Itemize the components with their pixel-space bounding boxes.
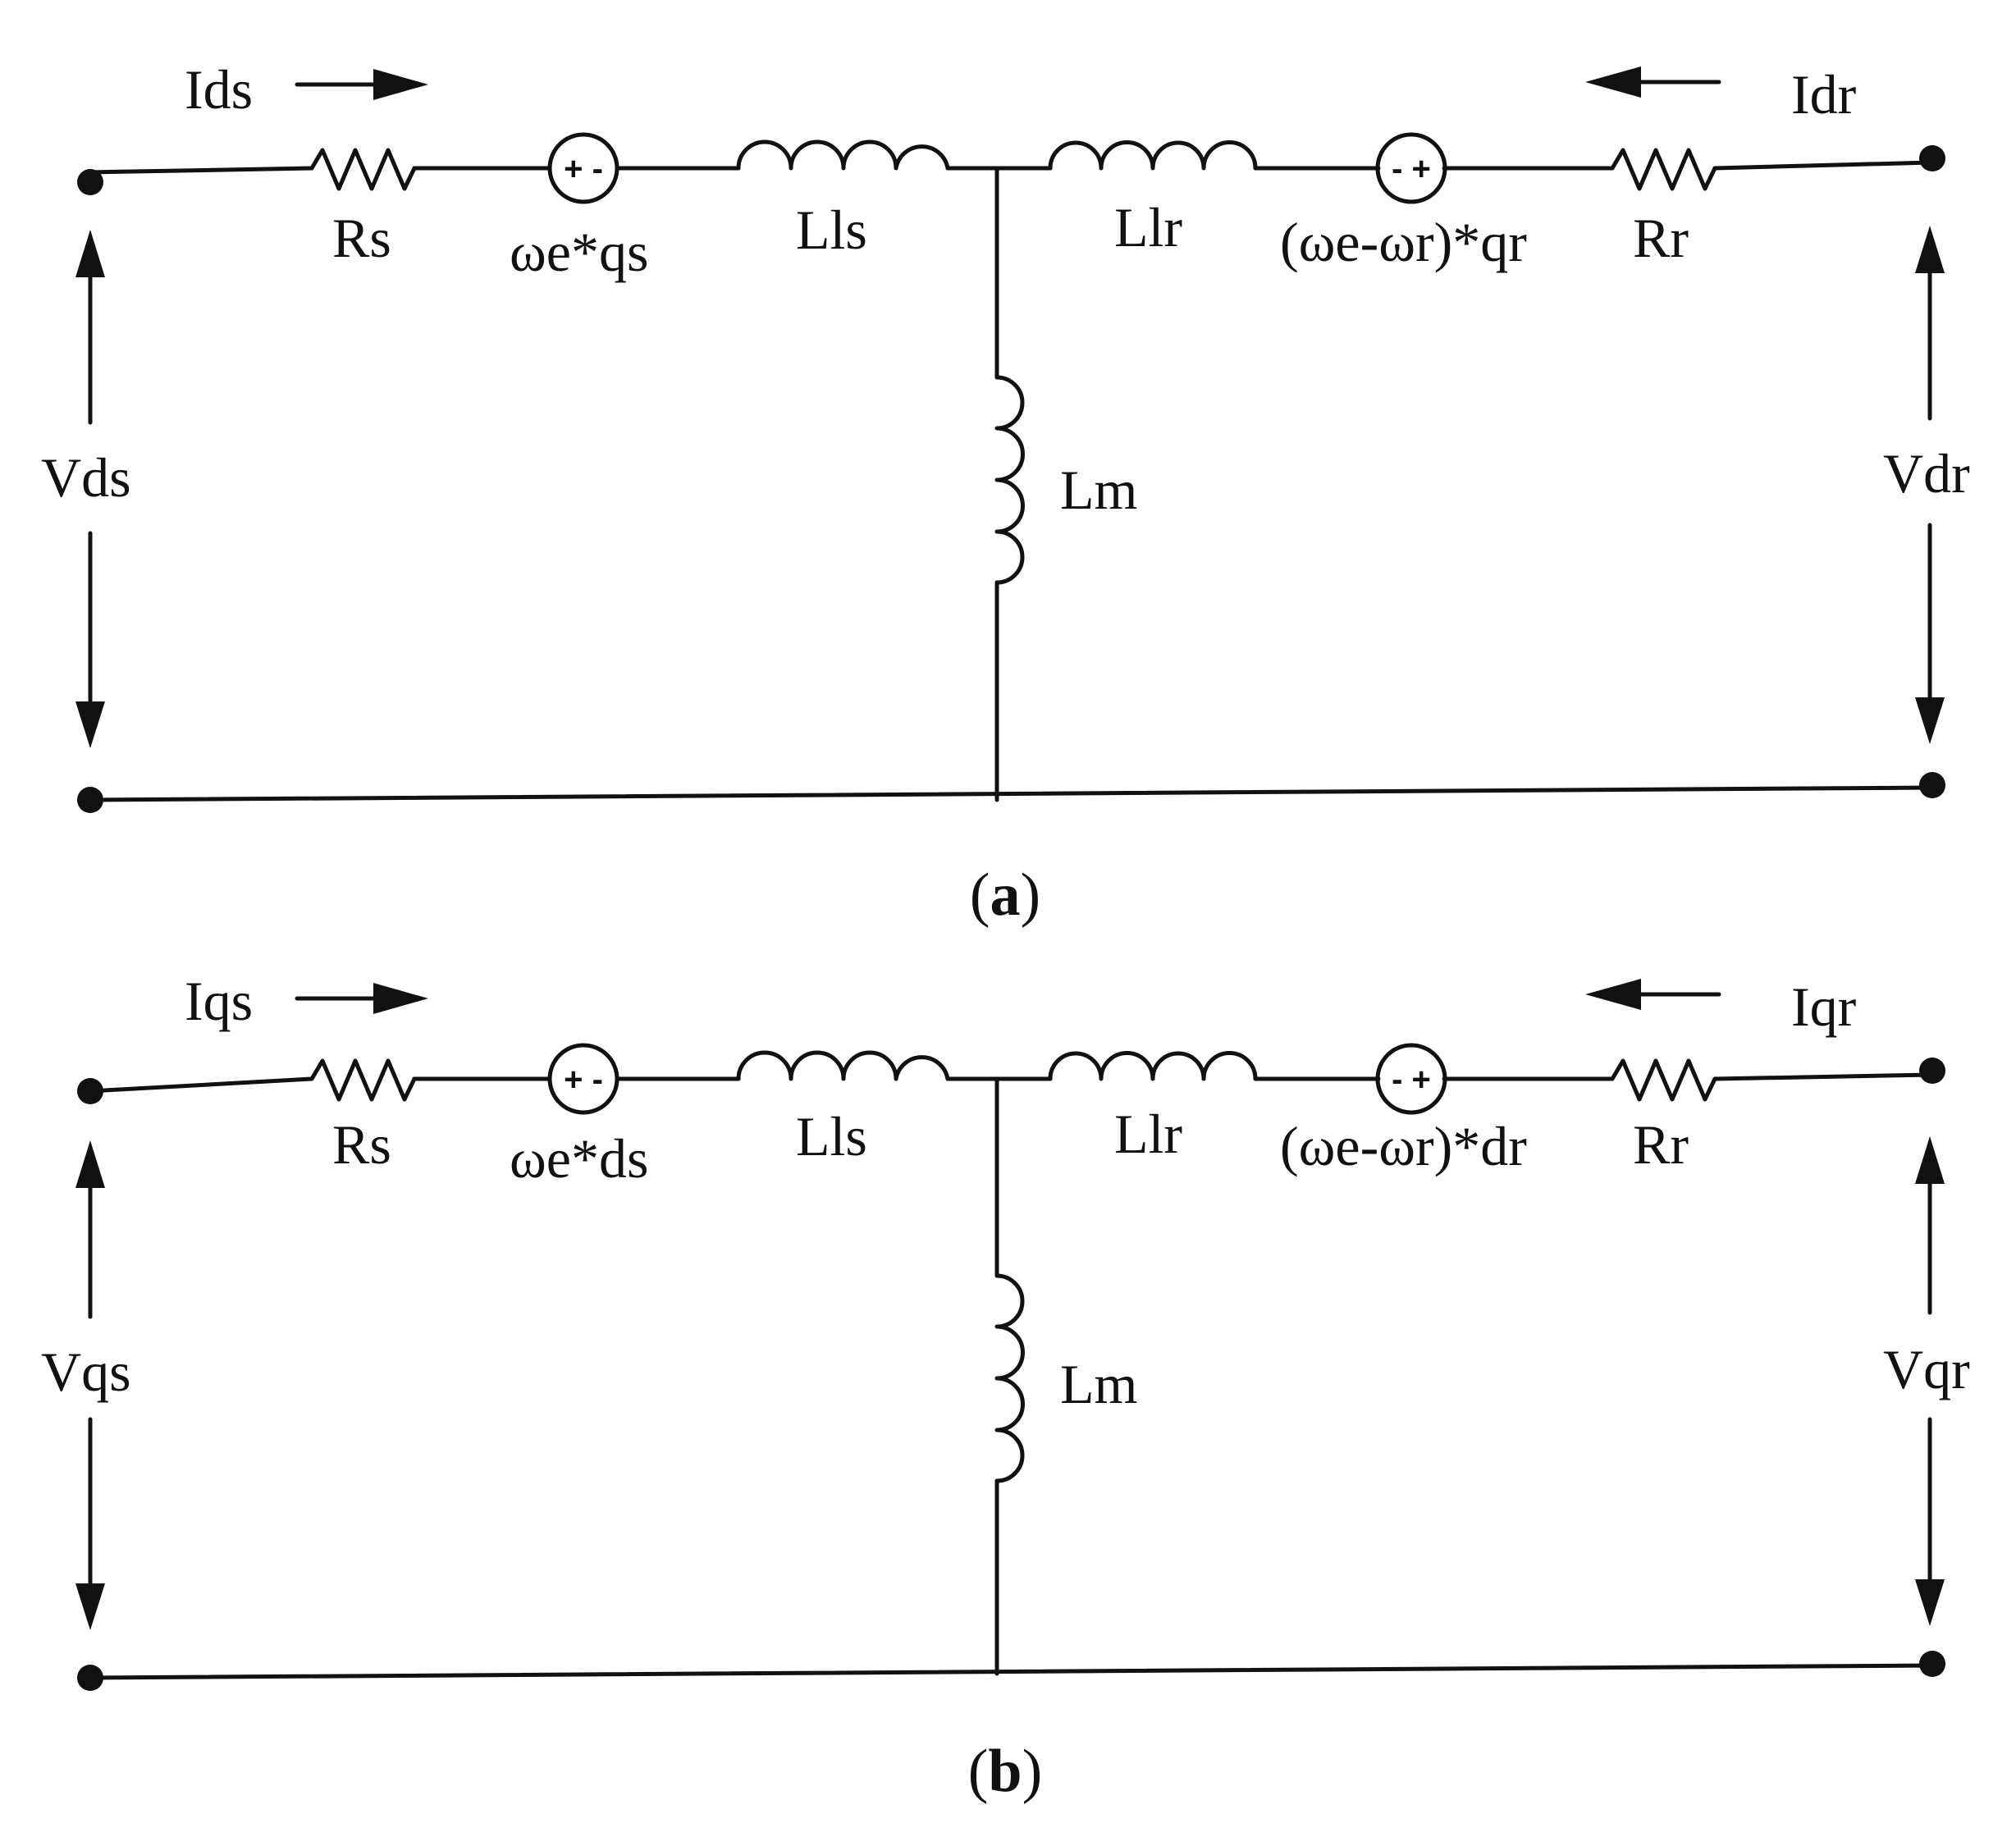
label-inductor-lm: Lm: [1060, 459, 1137, 521]
bottom-wire-a: [88, 785, 1935, 802]
label-resistor-rotor: Rr: [1633, 207, 1689, 269]
resistor-rs-a: [309, 148, 417, 191]
inductor-lls-b: [736, 1050, 950, 1081]
terminal-dot: [77, 1665, 103, 1691]
label-current-rotor: Idr: [1791, 63, 1857, 126]
source-stator-b: [547, 1043, 619, 1115]
label-voltage-stator: Vds: [41, 446, 131, 509]
label-inductor-llr: Llr: [1114, 196, 1182, 258]
label-current-stator: Iqs: [185, 970, 253, 1032]
source-rotor-b: [1375, 1043, 1447, 1115]
current-arrow-rotor-b: [1585, 979, 1721, 1010]
label-voltage-rotor: Vqr: [1883, 1338, 1970, 1400]
resistor-rr-b: [1610, 1058, 1717, 1102]
label-inductor-lls: Lls: [796, 1105, 867, 1167]
label-resistor-stator: Rs: [332, 1113, 391, 1176]
label-voltage-stator: Vqs: [41, 1341, 131, 1403]
inductor-llr-a: [1048, 140, 1258, 171]
label-current-stator: Ids: [185, 58, 253, 121]
terminal-dot: [77, 787, 103, 813]
voltage-arrow-rotor-b: [1915, 1136, 1945, 1626]
voltage-arrow-stator-a: [75, 230, 105, 748]
source-stator-a: [547, 132, 619, 204]
label-source-stator: ωe*qs: [510, 221, 648, 283]
label-current-rotor: Iqr: [1791, 975, 1857, 1038]
bottom-wire-b: [88, 1663, 1935, 1680]
source-rotor-sign-b: - +: [1392, 1062, 1431, 1098]
source-stator-sign-b: + -: [564, 1062, 603, 1098]
label-source-stator: ωe*ds: [510, 1127, 648, 1190]
resistor-rr-a: [1610, 148, 1717, 191]
label-resistor-rotor: Rr: [1633, 1113, 1689, 1176]
terminal-dot: [1919, 145, 1945, 171]
label-inductor-llr: Llr: [1114, 1103, 1182, 1165]
inductor-lls-a: [736, 139, 950, 171]
source-rotor-a: [1375, 132, 1447, 204]
inductor-lm-b: [994, 1273, 1025, 1483]
circuit-a: + - - +: [41, 58, 1970, 929]
current-arrow-stator-a: [295, 69, 428, 100]
source-stator-sign-a: + -: [564, 151, 603, 187]
resistor-rs-b: [309, 1058, 417, 1102]
current-arrow-stator-b: [295, 983, 428, 1014]
circuit-b: + - - + Iqs: [41, 970, 1970, 1805]
voltage-arrow-rotor-a: [1915, 226, 1945, 744]
top-wire-a: [88, 160, 1935, 175]
terminal-dot: [77, 1078, 103, 1104]
label-inductor-lm: Lm: [1060, 1353, 1137, 1415]
current-arrow-rotor-a: [1585, 66, 1721, 98]
terminal-dot: [1919, 1651, 1945, 1677]
terminal-dot: [1919, 1058, 1945, 1084]
terminal-dot: [77, 169, 103, 195]
inductor-lm-a: [994, 375, 1025, 585]
source-rotor-sign-a: - +: [1392, 151, 1431, 187]
voltage-arrow-stator-b: [75, 1140, 105, 1630]
inductor-llr-b: [1048, 1051, 1258, 1081]
caption-b: (b): [968, 1738, 1042, 1805]
label-source-rotor: (ωe-ωr)*dr: [1280, 1115, 1527, 1177]
label-voltage-rotor: Vdr: [1883, 442, 1970, 505]
terminal-dot: [1919, 772, 1945, 798]
caption-a: (a): [970, 861, 1040, 929]
label-inductor-lls: Lls: [796, 199, 867, 261]
label-resistor-stator: Rs: [332, 207, 391, 269]
label-source-rotor: (ωe-ωr)*qr: [1280, 211, 1527, 273]
